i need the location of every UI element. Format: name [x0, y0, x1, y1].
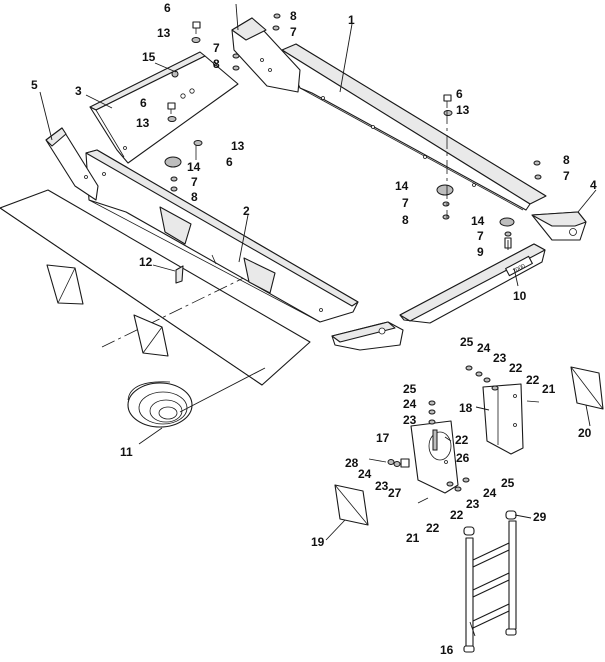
- callout-22: 22: [526, 373, 540, 387]
- callout-8: 8: [213, 57, 220, 71]
- hardware-left-mid: [167, 70, 179, 122]
- part-17-hanger: [410, 420, 459, 494]
- callout-24: 24: [483, 486, 497, 500]
- callout-23: 23: [466, 497, 480, 511]
- callout-21: 21: [406, 531, 420, 545]
- callout-14: 14: [471, 214, 485, 228]
- callout-8: 8: [563, 153, 570, 167]
- hardware-right-stack: [436, 94, 542, 220]
- callout-24: 24: [477, 341, 491, 355]
- lower-bracket: [331, 321, 404, 351]
- callout-22: 22: [426, 521, 440, 535]
- callout-6: 6: [456, 87, 463, 101]
- callout-22: 22: [450, 508, 464, 522]
- callout-6: 6: [140, 96, 147, 110]
- decal-label: 1000: [512, 263, 527, 275]
- mat-cutout-left: [46, 264, 84, 305]
- callout-24: 24: [403, 397, 417, 411]
- mat-sheet: [0, 189, 311, 386]
- callout-19: 19: [311, 535, 325, 549]
- callout-7: 7: [402, 196, 409, 210]
- callout-4: 4: [590, 178, 597, 192]
- callout-23: 23: [493, 351, 507, 365]
- callout-8: 8: [402, 213, 409, 227]
- callout-25: 25: [501, 476, 515, 490]
- callout-3: 3: [75, 84, 82, 98]
- callout-16: 16: [440, 643, 454, 657]
- callout-6: 6: [164, 1, 171, 15]
- part-11-coil: [127, 381, 193, 428]
- callout-17: 17: [376, 431, 390, 445]
- callout-14: 14: [187, 160, 201, 174]
- callout-7: 7: [290, 25, 297, 39]
- callout-6: 6: [226, 155, 233, 169]
- callout-25: 25: [460, 335, 474, 349]
- callout-9: 9: [477, 245, 484, 259]
- callout-5: 5: [31, 78, 38, 92]
- callout-23: 23: [375, 479, 389, 493]
- callout-8: 8: [191, 190, 198, 204]
- top-center-bracket: [231, 3, 301, 93]
- callout-29: 29: [533, 510, 547, 524]
- callout-7: 7: [563, 169, 570, 183]
- callout-25: 25: [403, 382, 417, 396]
- centerline-mat: [101, 269, 261, 348]
- hardware-top-center: [232, 13, 281, 71]
- part-4-right-endcap: [531, 211, 587, 241]
- callout-7: 7: [477, 229, 484, 243]
- callout-27: 27: [388, 486, 402, 500]
- hanger-hardware: [368, 365, 540, 504]
- callout-12: 12: [139, 255, 153, 269]
- hardware-center-stack: [164, 140, 203, 192]
- hardware-lower-right-stack: [499, 217, 515, 249]
- callout-23: 23: [403, 413, 417, 427]
- callout-26: 26: [456, 451, 470, 465]
- callout-24: 24: [358, 467, 372, 481]
- part-3-left-crossmember: [89, 51, 239, 164]
- callout-15: 15: [142, 50, 156, 64]
- part-10-lower-rail: 1000: [399, 243, 546, 324]
- part-12-clip: [175, 254, 217, 284]
- callout-1: 1: [348, 13, 355, 27]
- callout-10: 10: [513, 289, 527, 303]
- callout-14: 14: [395, 179, 409, 193]
- callout-28: 28: [345, 456, 359, 470]
- callout-18: 18: [459, 401, 473, 415]
- callout-7: 7: [191, 175, 198, 189]
- part-20-decal: [570, 366, 604, 410]
- part-19-decal: [334, 484, 369, 526]
- callout-13: 13: [157, 26, 171, 40]
- callout-22: 22: [455, 433, 469, 447]
- callout-22: 22: [509, 361, 523, 375]
- callout-13: 13: [136, 116, 150, 130]
- callout-2: 2: [243, 204, 250, 218]
- part-1-right-rail: [281, 43, 547, 211]
- callout-21: 21: [542, 382, 556, 396]
- part-5-left-bracket: [45, 127, 99, 201]
- callout-7: 7: [213, 41, 220, 55]
- hardware-top-left: [191, 21, 201, 43]
- callout-13: 13: [231, 139, 245, 153]
- mat-cutout-center: [133, 314, 169, 357]
- callout-13: 13: [456, 103, 470, 117]
- leader-lines: [39, 23, 597, 637]
- part-16-ladder: [463, 510, 517, 653]
- part-2-front-rail: [85, 149, 359, 323]
- callout-20: 20: [578, 426, 592, 440]
- callout-11: 11: [120, 445, 133, 459]
- callout-8: 8: [290, 9, 297, 23]
- callouts: 1 2 3 4 5 6 6 6 6 7 7 7 7 7 7 8 8 8 8 8 …: [31, 1, 597, 657]
- part-18-hanger: [482, 383, 524, 455]
